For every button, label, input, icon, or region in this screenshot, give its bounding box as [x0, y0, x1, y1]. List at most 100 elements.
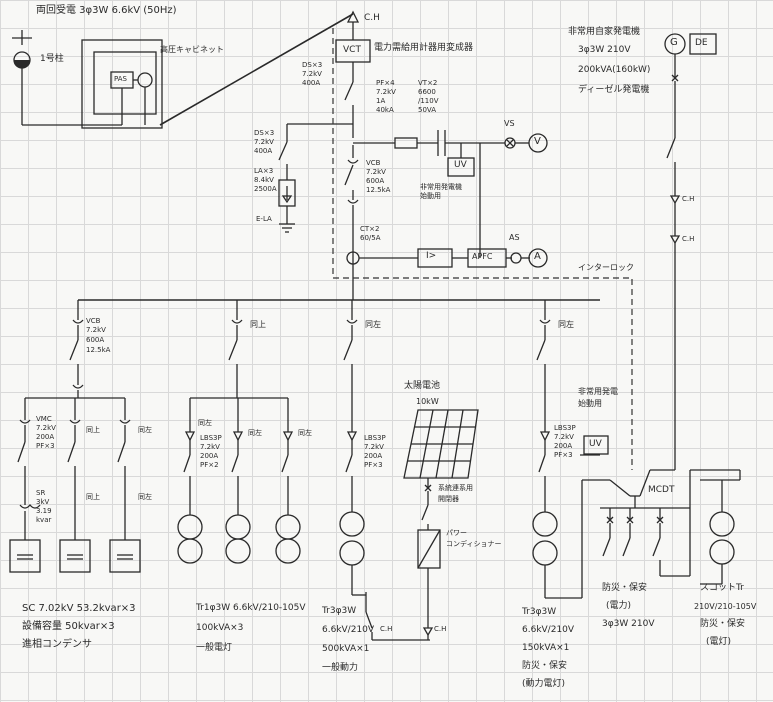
ct-1: CT×2 [360, 225, 380, 233]
cabinet-switch-label: PAS [114, 75, 128, 83]
vcb-main-3: 600A [366, 177, 385, 185]
la-branch [278, 123, 353, 233]
vct-label: VCT [343, 45, 361, 55]
same-sr-3: 同左 [138, 493, 152, 501]
pf-4: 40kA [376, 106, 394, 114]
lbs-a-1: LBS3P [200, 434, 222, 442]
solar-branch [403, 409, 479, 640]
feeder-1phase-tr [177, 300, 301, 564]
ch-label-main: C.H [364, 13, 380, 23]
la-2: 8.4kV [254, 176, 274, 184]
vt-3: /110V [418, 97, 439, 105]
sr-1: SR [36, 489, 46, 497]
ocr-label: I> [426, 251, 437, 261]
same-f4: 同左 [558, 320, 574, 329]
same-f2: 同上 [250, 320, 266, 329]
feeder-3phase-tr [339, 300, 430, 641]
gen-symbol: G [670, 37, 678, 48]
feeder-capacitor [9, 300, 141, 573]
bousai-3: 3φ3W 210V [602, 619, 655, 629]
lbs-a-2: 7.2kV [200, 443, 220, 451]
vt-metering [353, 130, 548, 258]
pf-3: 1A [376, 97, 386, 105]
pf-1: PF×4 [376, 79, 395, 87]
gen-spec3: ディーゼル発電機 [578, 85, 650, 95]
ct-2: 60/5A [360, 234, 381, 242]
ct-metering [359, 248, 548, 268]
ch-gen-2: C.H [682, 235, 695, 243]
lbs-b-3: 200A [364, 452, 383, 460]
emerg-start-2: 始動用 [578, 399, 602, 408]
tr3-line1: Tr3φ3W [322, 606, 357, 616]
mcdt-switch [600, 469, 690, 509]
pcs-1: パワー [446, 529, 467, 537]
scott-1: スコットTr [700, 583, 744, 593]
vs-label: VS [504, 119, 515, 128]
vcb-f1-1: VCB [86, 317, 101, 325]
ds-la-3: 400A [254, 147, 273, 155]
emerg-start-1: 非常用発電 [578, 387, 618, 396]
vcb-main-4: 12.5kA [366, 186, 391, 194]
bousai-2: (電力) [606, 601, 632, 611]
vt-2: 6600 [418, 88, 436, 96]
tr4-line2: 6.6kV/210V [522, 625, 575, 635]
ela-label: E-LA [256, 215, 272, 223]
same-vmc-2: 同上 [86, 426, 100, 434]
vmc-2: 7.2kV [36, 424, 56, 432]
tr4-line4: 防災・保安 [522, 661, 568, 671]
sc-line1: SC 7.02kV 53.2kvar×3 [22, 603, 136, 614]
lbs-a-4: PF×2 [200, 461, 219, 469]
vcb-main-1: VCB [366, 159, 381, 167]
uv2-label: UV [589, 439, 602, 449]
ch-solar: C.H [434, 625, 447, 633]
tr1-line2: 100kVA×3 [196, 623, 244, 633]
lbs-c-2: 7.2kV [554, 433, 574, 441]
scott-4: (電灯) [706, 637, 732, 647]
lbs-c-3: 200A [554, 442, 573, 450]
tr3-line3: 500kVA×1 [322, 644, 370, 654]
pole-label: 1号柱 [40, 54, 64, 64]
auto-start-2: 始動用 [420, 192, 441, 200]
interlock-label: インターロック [578, 263, 634, 272]
lbs-c-4: PF×3 [554, 451, 573, 459]
as-label: AS [509, 233, 520, 242]
ch-f3: C.H [380, 625, 393, 633]
tr3-line2: 6.6kV/210V [322, 625, 375, 635]
vcb-main-2: 7.2kV [366, 168, 386, 176]
high-voltage-cabinet [81, 39, 163, 129]
emergency-outputs [602, 469, 741, 585]
tr4-line5: (動力電灯) [522, 679, 566, 689]
same-vmc-3: 同左 [138, 426, 152, 434]
vmc-1: VMC [36, 415, 52, 423]
scott-3: 防災・保安 [700, 619, 746, 629]
solar-1: 太陽電池 [404, 381, 441, 391]
v-meter-label: V [534, 136, 541, 147]
pf-2: 7.2kV [376, 88, 396, 96]
same-f2-sub3: 同左 [298, 429, 312, 437]
ds-la-2: 7.2kV [254, 138, 274, 146]
tr1-line3: 一般電灯 [196, 643, 233, 653]
sr-4: kvar [36, 516, 52, 524]
vt-4: 50VA [418, 106, 437, 114]
tr4-line3: 150kVA×1 [522, 643, 570, 653]
scott-2: 210V/210-105V [694, 602, 757, 611]
mcdt-label: MCDT [648, 485, 675, 495]
lbs-b-1: LBS3P [364, 434, 386, 442]
vcb-f1-2: 7.2kV [86, 326, 106, 334]
lbs-b-4: PF×3 [364, 461, 383, 469]
solar-panel [403, 409, 479, 479]
gen-title: 非常用自家発電機 [568, 27, 641, 37]
vcb-f1-3: 600A [86, 336, 105, 344]
same-sr-2: 同上 [86, 493, 100, 501]
la-1: LA×3 [254, 167, 274, 175]
gen-spec1: 3φ3W 210V [578, 45, 631, 55]
ds-main-2: 7.2kV [302, 70, 322, 78]
a-meter-label: A [534, 251, 541, 262]
generator-line [664, 33, 717, 470]
power-source-label: 両回受電 3φ3W 6.6kV (50Hz) [36, 5, 177, 16]
lbs-b-2: 7.2kV [364, 443, 384, 451]
lbs-c-1: LBS3P [554, 424, 576, 432]
ds-la-1: DS×3 [254, 129, 275, 137]
